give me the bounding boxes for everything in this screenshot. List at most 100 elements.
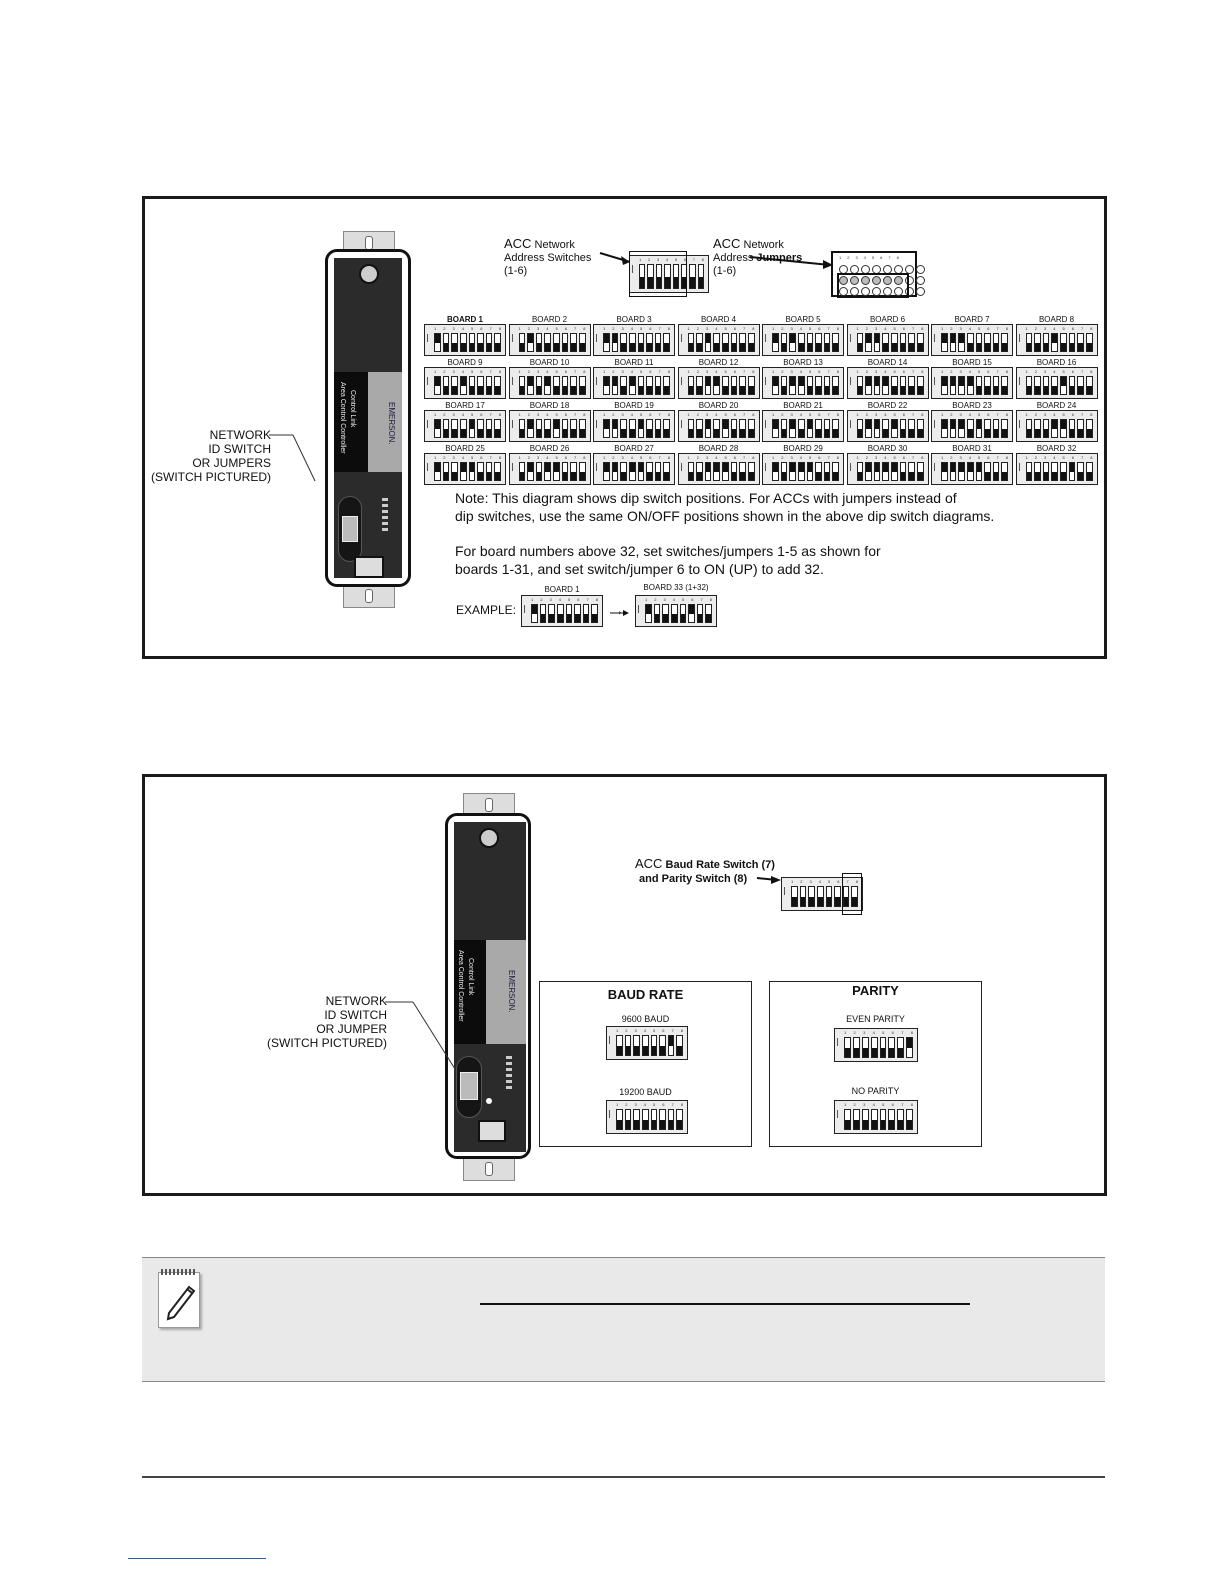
dip-switch-8 [1085,419,1093,438]
note-underline [480,1303,970,1305]
dip-switch-1 [1025,419,1033,438]
board-label: BOARD 19 [614,401,654,410]
jumper-pin [850,287,859,296]
board-label: BOARD 10 [529,358,570,367]
no-parity-label: NO PARITY [851,1086,900,1096]
dip-switch-5 [722,462,729,481]
dip-switch-1 [1025,333,1033,352]
network-id-switch[interactable] [342,516,358,542]
dip-switch-5 [1060,376,1067,395]
dip-switch-4 [628,376,636,395]
dip-switch-5 [637,462,645,481]
dip-switch-5 [468,419,476,438]
network-id-switch[interactable] [460,1072,478,1100]
dip-switch-5 [891,376,898,395]
dip-switch-5 [722,419,729,438]
dip-switch-5 [650,1109,658,1130]
dip-switch-7 [739,419,746,438]
dip-switch-4 [628,462,636,481]
dip-switch-2 [696,462,703,481]
dip-switch-6 [574,604,581,623]
footer-link-underline[interactable] [128,1558,266,1559]
board-label: BOARD 14 [867,358,908,367]
dip-switch-3 [789,419,796,438]
dip-switch-8 [494,376,501,395]
dip-switch-2 [611,419,619,438]
dip-switch-5 [637,333,645,352]
board-label: BOARD 3 [616,315,652,324]
figure-baud-parity: EMERSON. Control Link Area Control Contr… [142,774,1107,1196]
dip-switch-3 [958,376,965,395]
dip-switch-3 [873,462,881,481]
dip-switch-7 [1077,462,1084,481]
dip-switch-7 [908,419,915,438]
dip-switch-3 [535,462,543,481]
example-board33-label: BOARD 33 (1+32) [643,583,709,592]
dip-switch-6 [984,419,991,438]
baud-9600-label: 9600 BAUD [621,1014,670,1024]
dip-switch-5 [806,419,814,438]
dip-switch-1 [603,462,610,481]
jumper-pin [861,287,870,296]
baud-parity-switch-label: ACC Baud Rate Switch (7) and Parity Swit… [635,856,775,886]
dip-switch-4 [459,462,467,481]
dip-switch-6 [730,333,738,352]
dip-switch-7 [667,1109,675,1130]
dip-switch-1 [856,462,864,481]
terminal-block [478,1120,506,1142]
dip-switch-8 [663,462,670,481]
board-label: BOARD 31 [952,444,992,453]
dip-switch-1 [687,376,695,395]
dip-switch-8 [747,462,755,481]
dip-switch-5 [975,376,983,395]
board-label: BOARD 26 [529,444,570,453]
dip-switch-7 [570,333,577,352]
dip-switch-5 [553,333,560,352]
dip-switch-8 [916,333,924,352]
dip-switch-3 [789,376,796,395]
dip-switch-4 [628,419,636,438]
dip-switch-2 [442,462,450,481]
dip-switch-5 [468,462,476,481]
dip-switch-3 [1042,376,1050,395]
dip-switch-3 [655,264,663,289]
dip-switch-4 [713,376,720,395]
dip-switch-4 [628,333,636,352]
dip-switch-1 [434,376,441,395]
dip-switch-7 [485,376,493,395]
dip-switch-3 [873,419,881,438]
dip-switch-note: Note: This diagram shows dip switch posi… [455,490,995,524]
dip-switch-5 [975,462,983,481]
dip-switch-6 [688,604,695,623]
dip-switch-8 [663,333,670,352]
dip-switch-6 [815,333,822,352]
dip-switch-4 [882,376,889,395]
dip-switch-8 [663,376,670,395]
dip-switch-1 [645,604,652,623]
dip-switch-2 [527,376,534,395]
dip-switch-5 [806,376,814,395]
baud-rate-title: BAUD RATE [607,987,684,1002]
board-label: BOARD 11 [614,358,654,367]
dip-switch-7 [1077,333,1084,352]
dip-switch-2 [949,419,957,438]
dip-switch-6 [561,376,569,395]
dip-switch-6 [815,376,822,395]
dip-switch-6 [646,333,653,352]
dip-switch-6 [899,333,907,352]
dip-switch-7 [485,333,493,352]
dip-switch-3 [861,1109,869,1130]
acc-address-jumper-block[interactable]: 12345678 [831,251,925,298]
dip-switch-4 [459,376,467,395]
dip-switch-1 [687,419,695,438]
